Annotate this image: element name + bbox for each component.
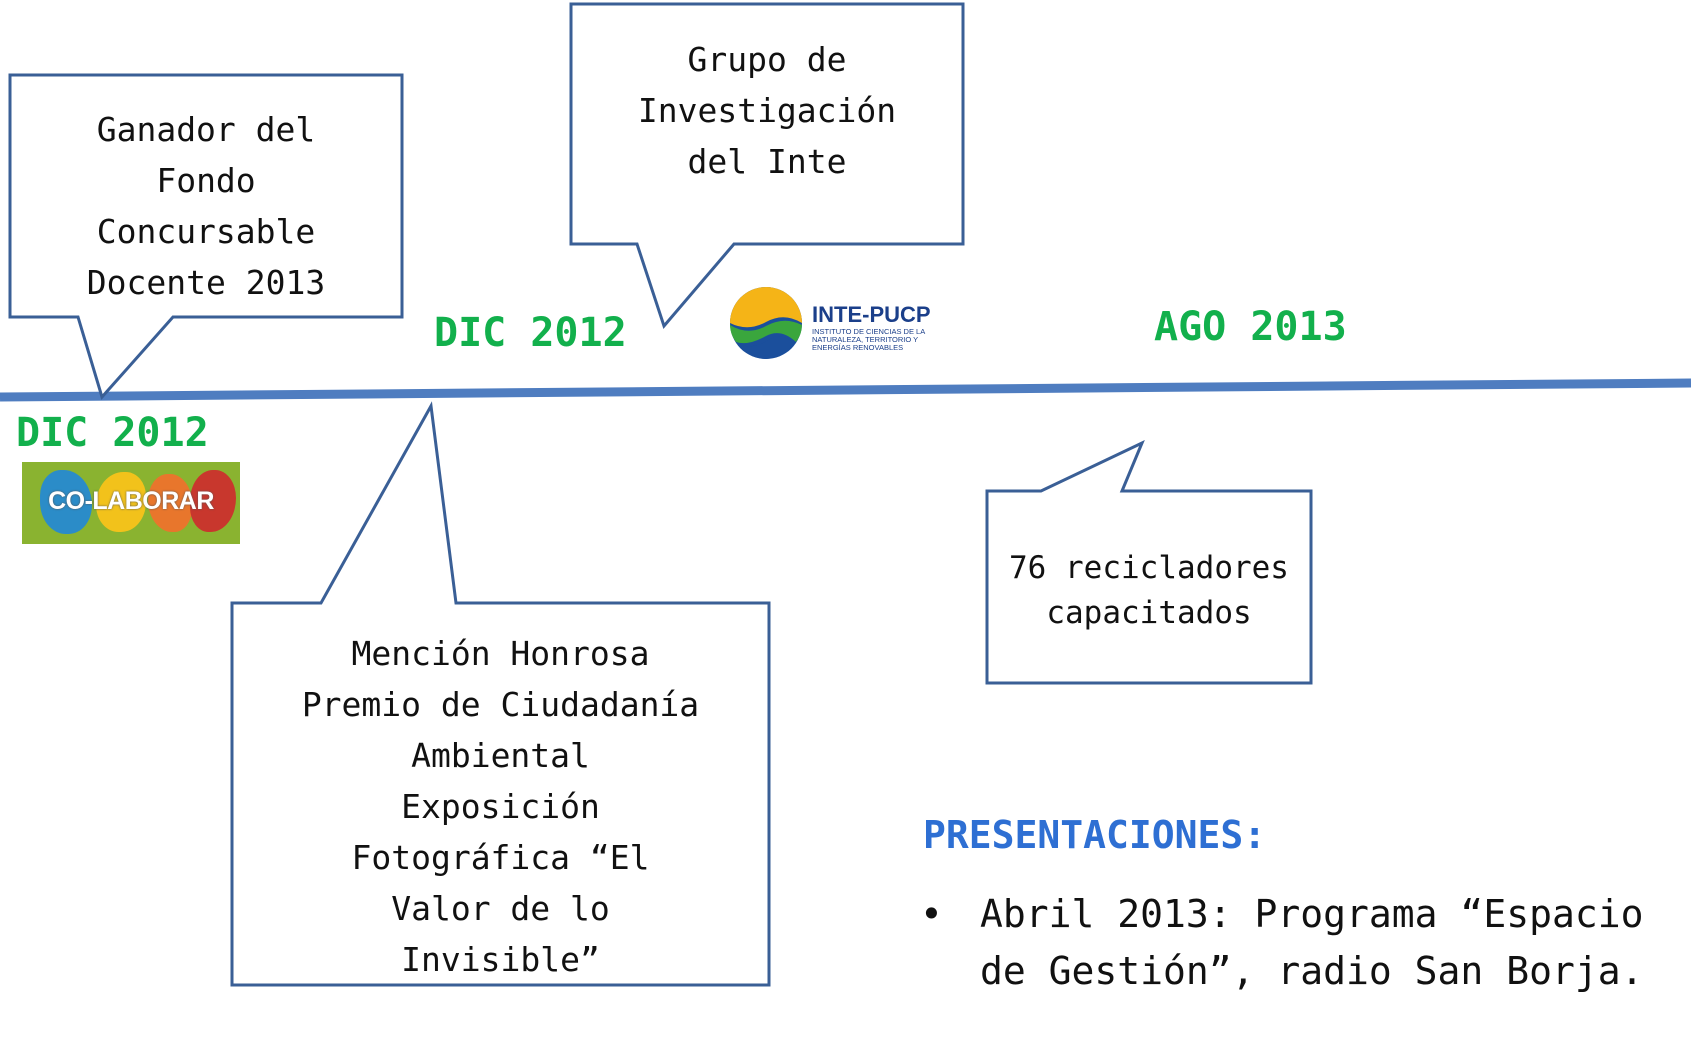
inte-logo-name: INTE-PUCP — [812, 302, 931, 327]
logo-blob-red — [190, 470, 236, 532]
presentaciones-list: • Abril 2013: Programa “Espacio de Gesti… — [920, 886, 1690, 1000]
inte-logo-subtitle: INSTITUTO DE CIENCIAS DE LA NATURALEZA, … — [812, 327, 926, 352]
logo-blob-yellow — [96, 472, 146, 532]
inte-pucp-logo: INTE-PUCP INSTITUTO DE CIENCIAS DE LA NA… — [726, 284, 976, 362]
callout-recicladores-text: 76 recicladores capacitados — [1009, 550, 1289, 631]
callout-ganador-shape — [8, 73, 404, 401]
presentaciones-item-text: Abril 2013: Programa “Espacio de Gestión… — [980, 892, 1644, 993]
logo-blob-blue — [40, 470, 92, 534]
presentaciones-item: • Abril 2013: Programa “Espacio de Gesti… — [920, 886, 1690, 1000]
callout-mencion-text: Mención Honrosa Premio de Ciudadanía Amb… — [301, 634, 700, 979]
callout-grupo-shape — [569, 2, 965, 330]
date-dic-2012-mid: DIC 2012 — [434, 310, 627, 356]
callout-ganador-text: Ganador del Fondo Concursable Docente 20… — [86, 110, 326, 302]
callout-mencion-shape — [230, 401, 771, 987]
callout-recicladores-shape — [985, 439, 1313, 685]
timeline-line — [0, 378, 1691, 402]
inte-emblem-icon — [730, 287, 802, 359]
colaborar-logo-text: CO-LABORAR — [48, 487, 214, 515]
date-dic-2012-left: DIC 2012 — [16, 410, 209, 456]
presentaciones-title: PRESENTACIONES: — [923, 813, 1267, 857]
bullet-icon: • — [920, 892, 943, 936]
colaborar-logo: CO-LABORAR — [22, 462, 240, 544]
date-ago-2013: AGO 2013 — [1154, 304, 1347, 350]
callout-grupo-text: Grupo de Investigación del Inte — [637, 40, 897, 181]
logo-blob-orange — [148, 474, 192, 532]
